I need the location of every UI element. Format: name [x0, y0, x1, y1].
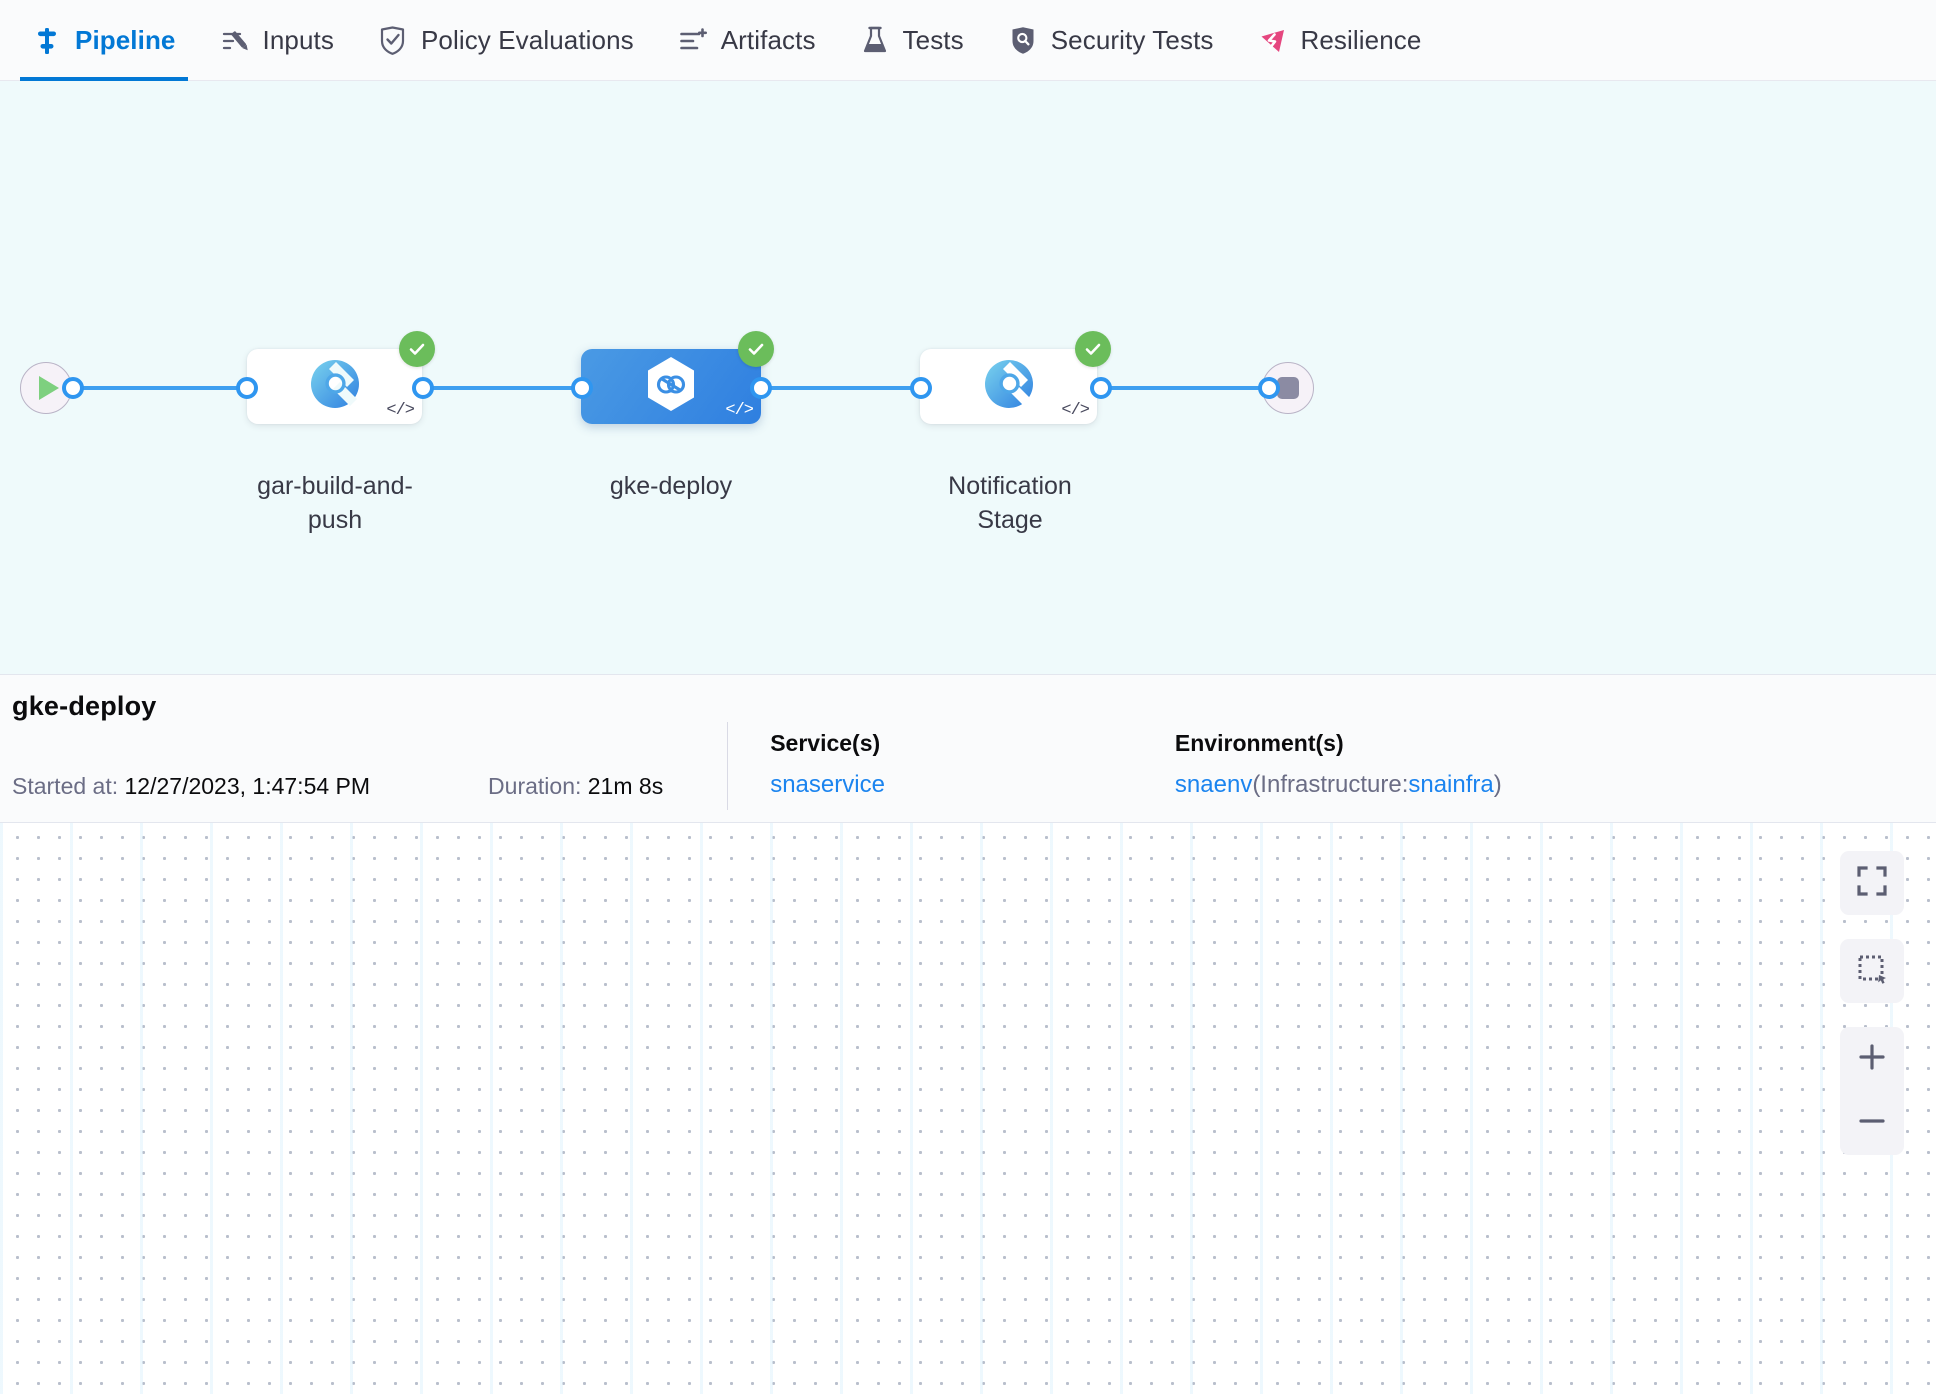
tab-label: Artifacts	[720, 25, 816, 55]
tab-inputs[interactable]: Inputs	[198, 0, 356, 81]
stop-icon	[1277, 377, 1299, 399]
inputs-wand-icon	[220, 26, 250, 56]
duration-label: Duration:	[488, 772, 582, 799]
fit-screen-button[interactable]	[1840, 851, 1904, 915]
stage-execution-graph[interactable]: </> Service </> Infrastructure	[0, 823, 1936, 1394]
end-node-input-port[interactable]	[1258, 377, 1280, 399]
harness-cd-hexagon-icon	[644, 355, 698, 418]
plus-icon	[1856, 1041, 1888, 1078]
tab-security-tests[interactable]: Security Tests	[986, 0, 1236, 81]
gar-output-port[interactable]	[412, 377, 434, 399]
tab-label: Policy Evaluations	[420, 25, 634, 55]
zoom-out-button[interactable]	[1840, 1091, 1904, 1155]
tab-resilience[interactable]: Resilience	[1236, 0, 1444, 81]
fit-screen-icon	[1856, 865, 1888, 902]
shield-magnifier-icon	[1008, 26, 1038, 56]
status-badge-success	[399, 331, 435, 367]
started-at: Started at: 12/27/2023, 1:47:54 PM	[12, 773, 370, 800]
harness-ci-build-icon	[307, 356, 363, 417]
service-link-snaservice[interactable]: snaservice	[770, 770, 885, 798]
services-label: Service(s)	[770, 729, 881, 756]
stage-detail-panel: gke-deploy Started at: 12/27/2023, 1:47:…	[0, 675, 1936, 823]
stage-label-gke-deploy: gke-deploy	[609, 472, 733, 500]
code-chip-icon: </>	[1061, 401, 1090, 420]
tab-label: Tests	[902, 25, 964, 55]
edge-gar-to-gke	[412, 386, 592, 390]
edge-start-to-gar	[62, 386, 247, 390]
started-at-value: 12/27/2023, 1:47:54 PM	[124, 772, 371, 799]
notification-output-port[interactable]	[1090, 377, 1112, 399]
gar-input-port[interactable]	[236, 377, 258, 399]
tab-label: Security Tests	[1050, 25, 1214, 55]
minus-icon	[1856, 1105, 1888, 1142]
zoom-in-out-group	[1840, 1027, 1904, 1155]
edge-notification-to-end	[1090, 386, 1270, 390]
tab-policy-evaluations[interactable]: Policy Evaluations	[356, 0, 656, 81]
flask-icon	[860, 26, 890, 56]
gke-input-port[interactable]	[571, 377, 593, 399]
canvas-zoom-controls	[1840, 851, 1904, 1155]
resilience-chaos-icon	[1258, 26, 1288, 56]
tab-label: Inputs	[262, 25, 334, 55]
stage-label-gar-build-and-push: gar-build-and-push	[257, 472, 413, 534]
services-column: Service(s) snaservice	[770, 730, 885, 799]
code-chip-icon: </>	[386, 401, 415, 420]
environments-column: Environment(s) snaenv(Infrastructure:sna…	[1175, 730, 1502, 799]
tab-bar: Pipeline Inputs Polic	[0, 0, 1936, 81]
code-chip-icon: </>	[725, 401, 754, 420]
duration: Duration: 21m 8s	[488, 773, 663, 800]
zoom-in-button[interactable]	[1840, 1027, 1904, 1091]
play-icon	[39, 376, 59, 400]
select-area-button[interactable]	[1840, 939, 1904, 1003]
tab-label: Resilience	[1300, 25, 1422, 55]
artifacts-list-icon	[678, 26, 708, 56]
infrastructure-suffix: )	[1493, 770, 1502, 798]
status-badge-success	[1075, 331, 1111, 367]
gke-output-port[interactable]	[750, 377, 772, 399]
start-node-output-port[interactable]	[62, 377, 84, 399]
shield-check-icon	[378, 26, 408, 56]
notification-input-port[interactable]	[910, 377, 932, 399]
tab-label: Pipeline	[75, 25, 176, 55]
stage-node-gke-deploy[interactable]: </>	[581, 349, 761, 424]
tab-tests[interactable]: Tests	[838, 0, 986, 81]
select-area-icon	[1856, 953, 1888, 990]
duration-value: 21m 8s	[587, 772, 664, 799]
detail-divider	[727, 722, 729, 810]
harness-ci-build-icon	[981, 356, 1037, 417]
pipeline-stage-graph[interactable]: </> gar-build-and-push </> gke-deploy	[0, 81, 1936, 675]
end-node[interactable]	[1262, 362, 1314, 414]
tab-artifacts[interactable]: Artifacts	[656, 0, 838, 81]
stage-detail-title: gke-deploy	[12, 691, 157, 721]
environments-label: Environment(s)	[1174, 729, 1344, 756]
tab-pipeline[interactable]: Pipeline	[10, 0, 198, 81]
infrastructure-prefix: (Infrastructure:	[1252, 770, 1409, 798]
edge-gke-to-notification	[750, 386, 932, 390]
infrastructure-link-snainfra[interactable]: snainfra	[1408, 770, 1494, 798]
stage-node-gar-build-and-push[interactable]: </>	[247, 349, 422, 424]
stage-node-notification-stage[interactable]: </>	[920, 349, 1097, 424]
started-at-label: Started at:	[12, 772, 119, 799]
pipeline-icon	[32, 26, 62, 56]
status-badge-success	[738, 331, 774, 367]
environment-link-snaenv[interactable]: snaenv	[1174, 770, 1253, 798]
